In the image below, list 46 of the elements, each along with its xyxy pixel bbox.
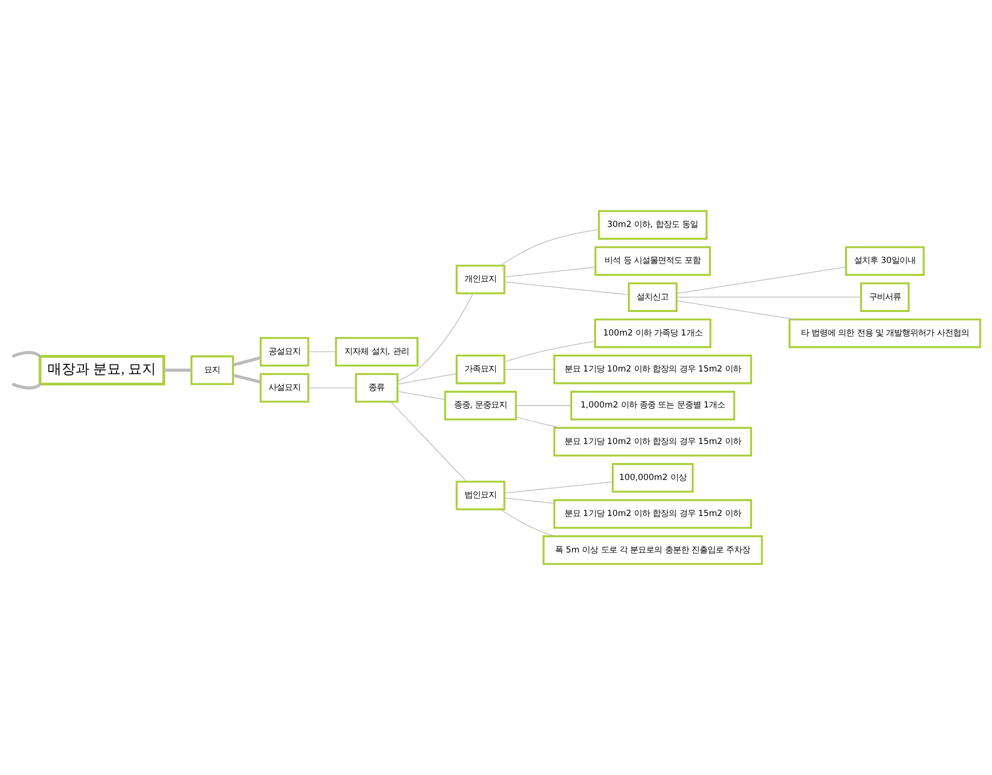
- connector: [504, 340, 596, 362]
- node-box: 종류: [355, 373, 398, 403]
- node-box: 묘지: [190, 355, 234, 385]
- connector: [676, 296, 862, 298]
- connector: [504, 266, 596, 278]
- node-box: 매장과 분묘, 묘지: [38, 355, 166, 386]
- connector: [397, 373, 457, 385]
- connector: [676, 300, 796, 320]
- node-box: 비석 등 시설물면적도 포함: [594, 246, 711, 276]
- node-box: 개인묘지: [456, 264, 506, 294]
- node-box: 100,000m2 이상: [612, 463, 694, 493]
- node-box: 설치후 30일이내: [845, 246, 925, 276]
- connector: [308, 351, 336, 352]
- connector: [12, 382, 42, 390]
- node-box: 30m2 이하, 합장도 동일: [598, 210, 708, 240]
- node-box: 가족묘지: [456, 354, 506, 384]
- node-box: 분묘 1기당 10m2 이하 합장의 경우 15m2 이하: [553, 426, 752, 456]
- node-box: 종중, 문중묘지: [444, 390, 517, 420]
- connector: [504, 369, 555, 370]
- node-box: 폭 5m 이상 도로 각 분묘로의 충분한 진출입로 주차장: [542, 535, 763, 565]
- connector: [390, 401, 467, 482]
- connector: [500, 229, 600, 266]
- connector: [504, 482, 613, 494]
- connector: [516, 405, 572, 406]
- connector: [504, 282, 630, 296]
- node-box: 분묘 1기당 10m2 이하 합장의 경우 15m2 이하: [553, 354, 752, 384]
- node-box: 구비서류: [860, 282, 910, 312]
- node-box: 분묘 1기당 10m2 이하 합장의 경우 15m2 이하: [553, 499, 752, 529]
- connector: [397, 391, 446, 400]
- node-box: 타 법령에 의한 전용 및 개발행위허가 사전협의: [788, 318, 982, 348]
- node-box: 법인묘지: [456, 480, 506, 510]
- connector: [397, 293, 474, 382]
- node-box: 사설묘지: [260, 373, 310, 403]
- connector: [164, 368, 192, 372]
- node-box: 100m2 이하 가족당 1개소: [594, 318, 712, 348]
- node-box: 설치신고: [628, 282, 678, 312]
- connector: [500, 509, 556, 537]
- connector: [516, 416, 562, 428]
- node-box: 공설묘지: [260, 336, 310, 367]
- connector: [504, 498, 555, 504]
- connector: [232, 356, 261, 366]
- connector: [12, 350, 41, 358]
- node-box: 1,000m2 이하 종중 또는 문중별 1개소: [570, 390, 736, 420]
- connector: [676, 266, 846, 294]
- connector: [232, 374, 261, 384]
- node-box: 지자체 설치, 관리: [335, 336, 418, 367]
